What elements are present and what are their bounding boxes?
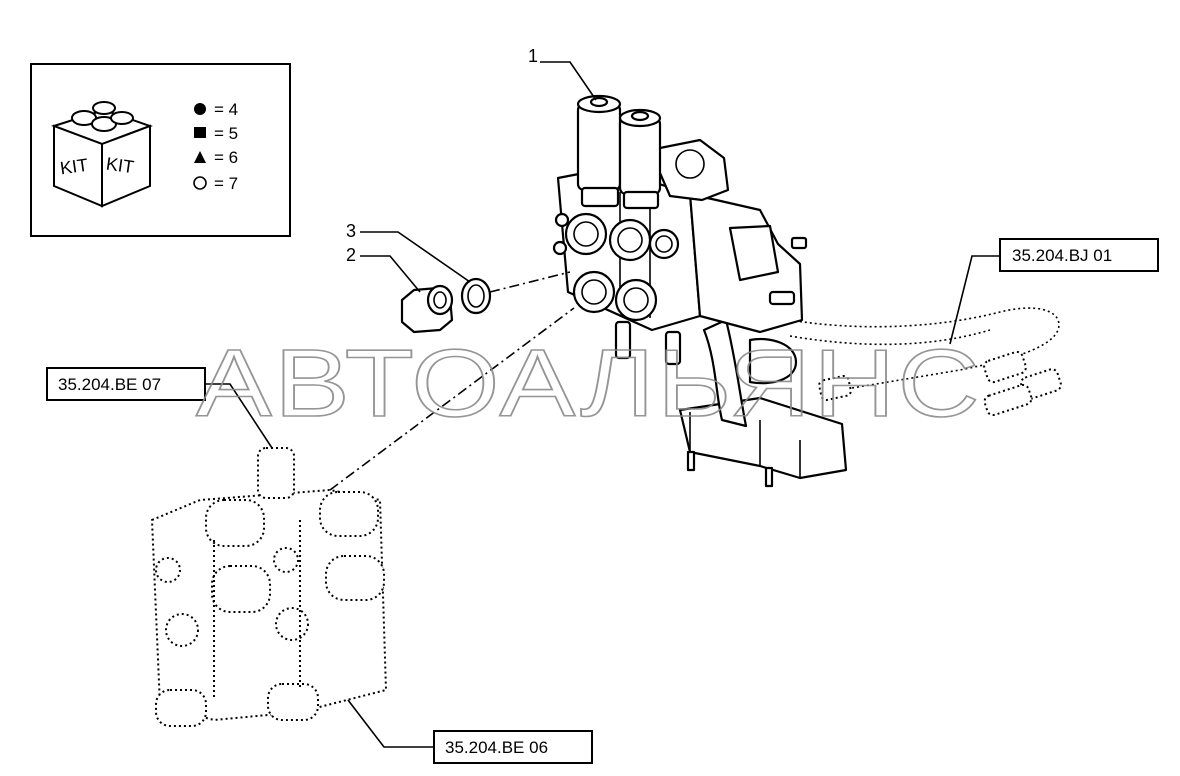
- kit-label-left: KIT: [59, 155, 90, 179]
- reference-label-bj01: 35.204.BJ 01: [1012, 246, 1112, 265]
- part-number-3: 3: [346, 221, 356, 241]
- kit-box-icon: KIT KIT: [50, 101, 153, 208]
- solenoid-right: [618, 108, 662, 210]
- legend-entry-5: = 5: [214, 124, 238, 143]
- open-circle-icon: [193, 176, 207, 190]
- ghost-valve-section: [150, 447, 388, 727]
- reference-label-be07: 35.204.BE 07: [58, 375, 161, 394]
- filled-square-icon: [194, 127, 206, 138]
- legend-entry-7: = 7: [214, 174, 238, 193]
- leader-1: [540, 61, 597, 101]
- reference-label-be06: 35.204.BE 06: [445, 738, 548, 757]
- reference-box-bj01[interactable]: 35.204.BJ 01: [999, 238, 1159, 272]
- leader-2: [360, 255, 421, 293]
- kit-legend: KIT KIT = 4 = 5 = 6 = 7: [30, 63, 291, 237]
- control-valve-assembly: [552, 94, 1062, 488]
- solenoid-left: [576, 94, 622, 208]
- filled-triangle-icon: [194, 151, 206, 163]
- seal-ring-part: [460, 277, 492, 315]
- reference-box-be07[interactable]: 35.204.BE 07: [46, 367, 206, 401]
- hose-fittings: [818, 350, 1062, 417]
- plug-part: [400, 284, 454, 334]
- part-number-1: 1: [528, 46, 538, 66]
- legend-entry-4: = 4: [214, 100, 238, 119]
- filled-circle-icon: [194, 103, 206, 115]
- leader-be07: [205, 383, 273, 449]
- leader-bj01: [949, 255, 1000, 345]
- watermark: АВТОАЛЬЯНС: [196, 330, 982, 437]
- legend-entry-6: = 6: [214, 148, 238, 167]
- leader-3: [360, 231, 471, 283]
- assembly-line-plug: [489, 271, 571, 293]
- part-number-2: 2: [346, 245, 356, 265]
- reference-box-be06[interactable]: 35.204.BE 06: [433, 730, 593, 764]
- valve-ports: [552, 212, 680, 322]
- kit-label-right: KIT: [105, 154, 136, 178]
- leader-be06: [347, 699, 434, 748]
